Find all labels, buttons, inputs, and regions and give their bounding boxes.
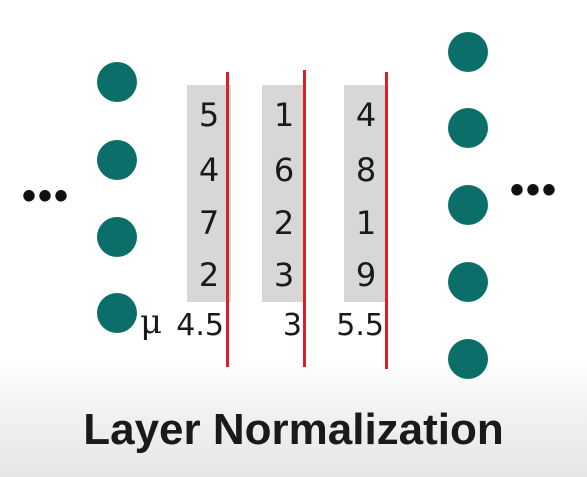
activation-value: 9 <box>355 256 377 294</box>
activation-value: 2 <box>273 204 295 242</box>
activation-value: 2 <box>198 256 220 294</box>
activation-column-3-bg <box>344 85 388 302</box>
activation-value: 5 <box>198 96 220 134</box>
left-ellipsis: ••• <box>22 174 71 218</box>
activation-value: 1 <box>273 96 295 134</box>
layer-divider-line <box>303 70 306 367</box>
activation-value: 1 <box>355 204 377 242</box>
activation-value: 4 <box>355 96 377 134</box>
activation-value: 8 <box>355 151 377 189</box>
column-1-mean: 4.5 <box>176 308 224 343</box>
diagram-caption: Layer Normalization <box>83 405 504 454</box>
activation-value: 4 <box>198 151 220 189</box>
input-node <box>97 62 137 102</box>
layer-divider-line <box>385 72 388 369</box>
mean-symbol: μ <box>140 302 163 342</box>
activation-column-2-bg <box>262 85 306 302</box>
input-node <box>97 140 137 180</box>
layer-divider-line <box>226 72 229 367</box>
activation-value: 3 <box>273 256 295 294</box>
output-node <box>448 108 488 148</box>
column-3-mean: 5.5 <box>336 308 384 343</box>
input-node <box>97 217 137 257</box>
output-node <box>448 339 488 379</box>
right-ellipsis: ••• <box>510 168 559 212</box>
activation-value: 6 <box>273 151 295 189</box>
input-node <box>97 293 137 333</box>
activation-value: 7 <box>198 204 220 242</box>
output-node <box>448 185 488 225</box>
output-node <box>448 32 488 72</box>
column-2-mean: 3 <box>282 308 302 343</box>
output-node <box>448 262 488 302</box>
activation-column-1-bg <box>187 85 231 302</box>
